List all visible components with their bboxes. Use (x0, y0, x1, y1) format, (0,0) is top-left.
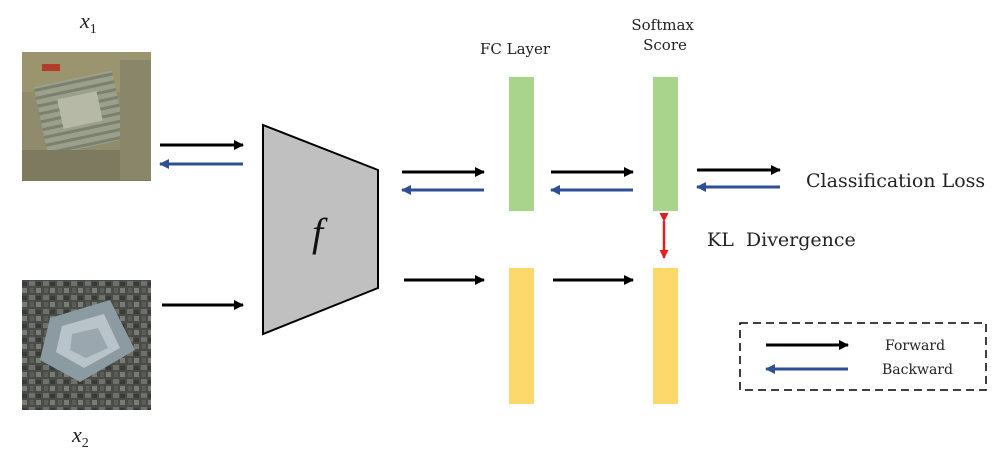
fc-bar-bottom (509, 268, 534, 404)
legend: Forward Backward (739, 322, 987, 391)
softmax-bar-bottom (653, 268, 678, 404)
softmax-title: Softmax Score (631, 16, 698, 54)
fc-bar-top (509, 77, 534, 211)
fc-layer-title: FC Layer (480, 40, 551, 58)
input-1-label: x1 (79, 8, 97, 37)
aerial-image-1 (22, 52, 151, 181)
input-2-label: x2 (71, 422, 89, 451)
legend-forward-label: Forward (885, 338, 945, 354)
aerial-image-2 (22, 280, 151, 410)
legend-box (739, 322, 987, 391)
legend-backward-label: Backward (882, 362, 953, 378)
softmax-bar-top (653, 77, 678, 211)
network-f (262, 123, 379, 336)
classification-loss-label: Classification Loss (806, 170, 985, 192)
kl-divergence-label: KL Divergence (707, 229, 856, 251)
